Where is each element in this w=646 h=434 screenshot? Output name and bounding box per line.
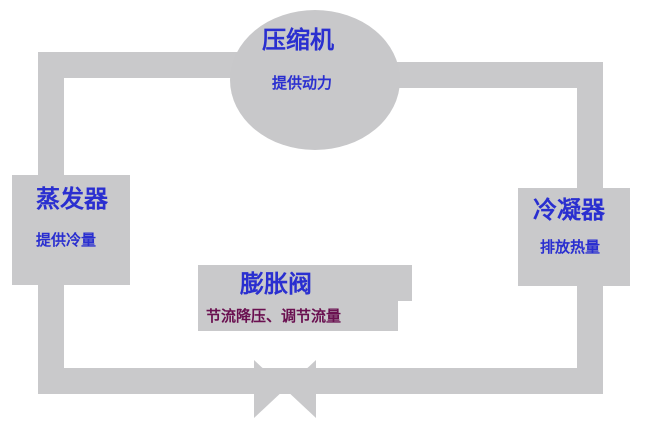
evaporator-block [12,175,130,285]
expansion-valve-function: 节流降压、调节流量 [206,307,342,325]
expansion-valve-icon [254,360,316,418]
expansion-valve-subplate [198,301,398,331]
pipe-bottom [38,368,603,394]
evaporator-label-bg [130,175,144,215]
evaporator-function: 提供冷量 [36,231,97,249]
condenser-block [518,188,630,286]
pipe-top-left [40,52,240,78]
pipe-top-right [395,62,603,88]
condenser-name: 冷凝器 [533,196,605,224]
compressor-circle [230,10,400,150]
compressor-name: 压缩机 [262,26,334,54]
expansion-valve-name: 膨胀阀 [240,270,312,298]
evaporator-name: 蒸发器 [36,185,108,213]
condenser-function: 排放热量 [540,238,601,256]
expansion-valve-plate [198,265,412,301]
compressor-function: 提供动力 [272,74,333,92]
